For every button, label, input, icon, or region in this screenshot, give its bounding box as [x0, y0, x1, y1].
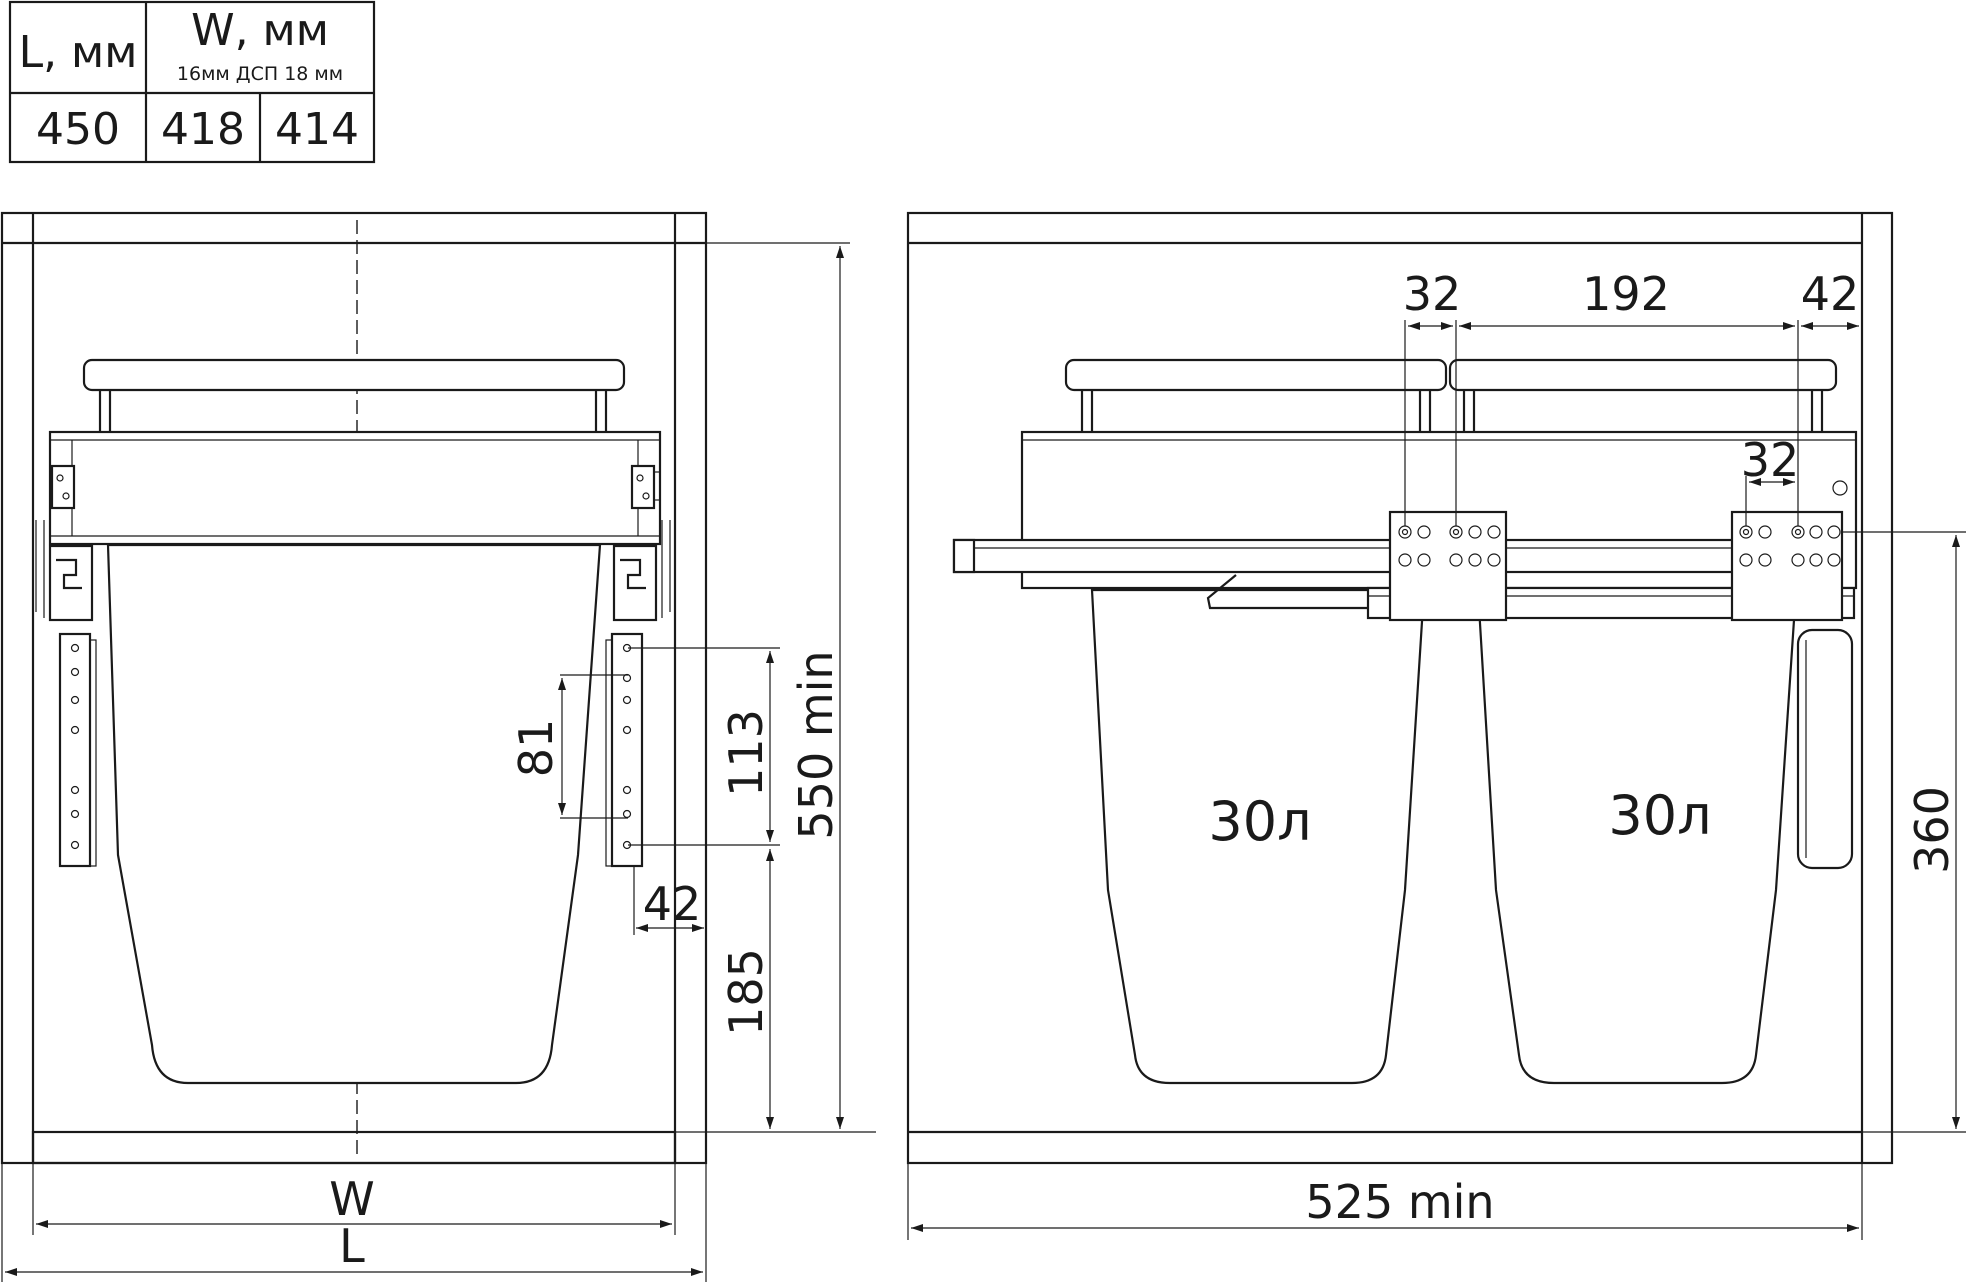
dimension-42-front: 42 [633, 866, 704, 935]
front-runner-right [612, 520, 671, 622]
dimension-w: W [32, 1163, 676, 1235]
side-handle [1796, 628, 1854, 870]
dimension-32-mid-label: 32 [1741, 433, 1800, 487]
dimension-192: 192 [1459, 267, 1799, 526]
front-runner-left [35, 520, 94, 622]
mounting-rail-right [605, 632, 644, 868]
dimension-360: 360 [1842, 531, 1966, 1133]
dimension-32-top: 32 [1403, 267, 1462, 526]
front-lid [82, 358, 626, 392]
front-frame-bar [48, 430, 662, 546]
dimension-32-mid: 32 [1741, 433, 1800, 526]
dimension-l: L [1, 1163, 707, 1282]
dimension-42-front-label: 42 [643, 877, 702, 931]
dimension-w-label: W [329, 1172, 374, 1226]
dimension-525min: 525 min [907, 1163, 1863, 1240]
table-value-l: 450 [36, 104, 120, 155]
dimension-192-label: 192 [1582, 267, 1670, 321]
table-value-w18: 414 [275, 104, 359, 155]
dimension-113: 113 [628, 647, 780, 846]
side-bin-left [1090, 588, 1426, 1085]
bin-left-volume: 30л [1208, 790, 1311, 853]
dimension-185: 185 [675, 849, 876, 1133]
dimension-113-label: 113 [719, 709, 773, 797]
dimension-42-side: 42 [1801, 267, 1860, 330]
dimension-81-label: 81 [509, 719, 563, 778]
dimension-42-side-label: 42 [1801, 267, 1860, 321]
dimension-525min-label: 525 min [1305, 1175, 1494, 1229]
side-cabinet [906, 211, 1894, 1165]
dimension-360-label: 360 [1905, 786, 1959, 874]
spec-table: L, мм W, мм 16мм ДСП 18 мм 450 418 414 [8, 0, 376, 164]
bracket-left [50, 464, 76, 510]
mounting-rail-left [58, 632, 97, 868]
table-value-w16: 418 [161, 104, 245, 155]
screw-icon [1832, 480, 1848, 496]
front-bin [106, 543, 602, 1085]
dimension-550min-label: 550 min [789, 650, 843, 839]
dimension-32-top-label: 32 [1403, 267, 1462, 321]
side-view: 30л 30л 32 192 42 32 360 [906, 211, 1966, 1240]
bin-right-volume: 30л [1608, 784, 1711, 847]
dimension-81: 81 [509, 674, 628, 819]
table-header-l: L, мм [19, 27, 138, 78]
front-view: 81 113 185 550 min 42 W [0, 211, 876, 1282]
side-bin-right [1476, 588, 1798, 1085]
side-lid-right [1448, 358, 1838, 392]
side-runner-upper [952, 538, 1756, 574]
table-header-w-sub: 16мм ДСП 18 мм [177, 63, 343, 85]
bracket-right [630, 464, 656, 510]
side-lid-left [1064, 358, 1448, 392]
dimension-l-label: L [339, 1219, 365, 1273]
bracket-right-plate [1730, 510, 1844, 622]
dimension-185-label: 185 [719, 948, 773, 1036]
bracket-left-plate [1388, 510, 1508, 622]
table-header-w: W, мм [191, 5, 329, 56]
dimension-550min: 550 min [706, 242, 850, 1129]
